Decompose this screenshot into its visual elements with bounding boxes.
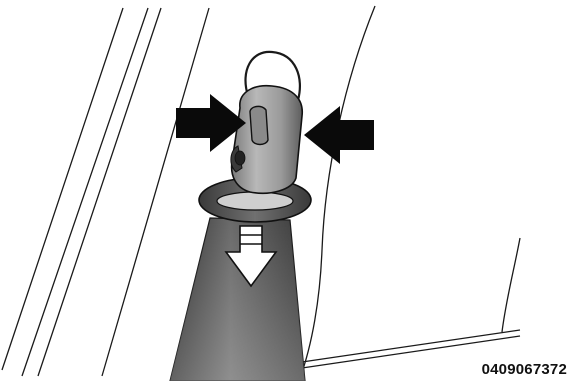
lower-trim-line <box>502 238 520 332</box>
height-adjuster-anchor <box>231 86 302 194</box>
anchor-bolt <box>235 151 245 165</box>
trim-panel-curve <box>300 6 375 378</box>
belt-highlight <box>170 218 305 381</box>
arrow-left-icon <box>304 106 374 164</box>
release-button <box>250 106 268 144</box>
pillar-edge-line <box>38 8 161 376</box>
belt-guide-ring-slot <box>217 192 293 210</box>
belt-webbing <box>170 218 305 381</box>
sill-line <box>302 330 520 362</box>
pillar-edge-line <box>2 8 123 370</box>
pillar-edge-line <box>22 8 148 376</box>
figure-code: 0409067372 <box>482 362 567 377</box>
